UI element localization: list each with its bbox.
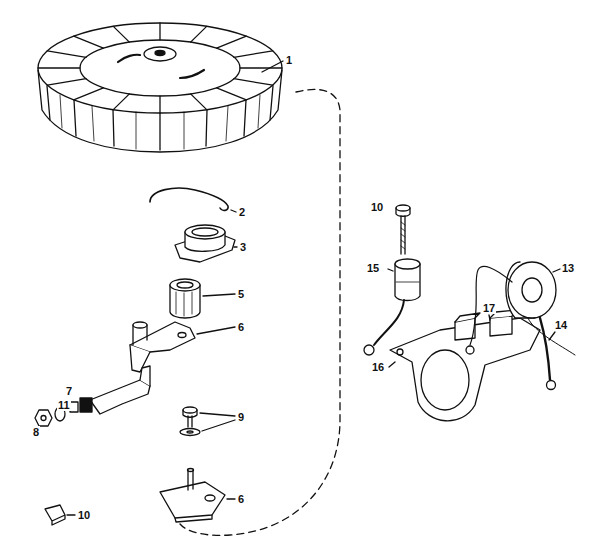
screw-and-washer: [180, 407, 200, 436]
callout-number: 8: [32, 426, 40, 438]
cam-plate: [175, 225, 235, 262]
mounting-plate: [160, 469, 225, 523]
callout-number: 6: [237, 493, 245, 505]
callout-number: 9: [237, 411, 245, 423]
leader-line: [489, 315, 490, 320]
leader-line: [67, 514, 75, 515]
callout-number: 10: [370, 201, 384, 213]
callout-number: 5: [237, 288, 245, 300]
leader-line: [231, 210, 236, 212]
callout-number: 15: [366, 262, 380, 274]
leader-line: [389, 362, 395, 367]
clip: [45, 505, 65, 525]
callout-number: 17: [482, 302, 496, 314]
leader-line: [262, 61, 283, 72]
flywheel: [38, 23, 282, 152]
leader-line: [553, 269, 560, 272]
callout-number: 14: [554, 319, 568, 331]
ignition-coil: [466, 262, 575, 390]
callout-number: 2: [238, 206, 246, 218]
leader-line: [227, 498, 235, 499]
leader-line: [202, 420, 235, 431]
callout-number: 3: [239, 241, 247, 253]
callout-number: 13: [561, 262, 575, 274]
collar: [170, 279, 200, 318]
condenser: [364, 259, 420, 355]
callout-number: 1: [285, 54, 293, 66]
breaker-points: [35, 366, 150, 426]
leader-line: [388, 269, 393, 271]
callout-number: 7: [65, 385, 73, 397]
spring-clip: [150, 188, 228, 210]
leader-line: [197, 327, 235, 334]
breaker-arm: [130, 322, 195, 372]
coil-core-bracket: [390, 310, 540, 421]
callout-number: 6: [237, 321, 245, 333]
leader-line: [203, 294, 235, 296]
callout-number: 16: [371, 361, 385, 373]
screw: [396, 205, 410, 254]
grouping-bracket: [180, 89, 340, 535]
leader-line: [549, 332, 555, 340]
callout-number: 11: [57, 399, 71, 411]
leader-line: [234, 246, 237, 247]
callout-number: 10: [77, 509, 91, 521]
leader-line: [200, 413, 235, 416]
